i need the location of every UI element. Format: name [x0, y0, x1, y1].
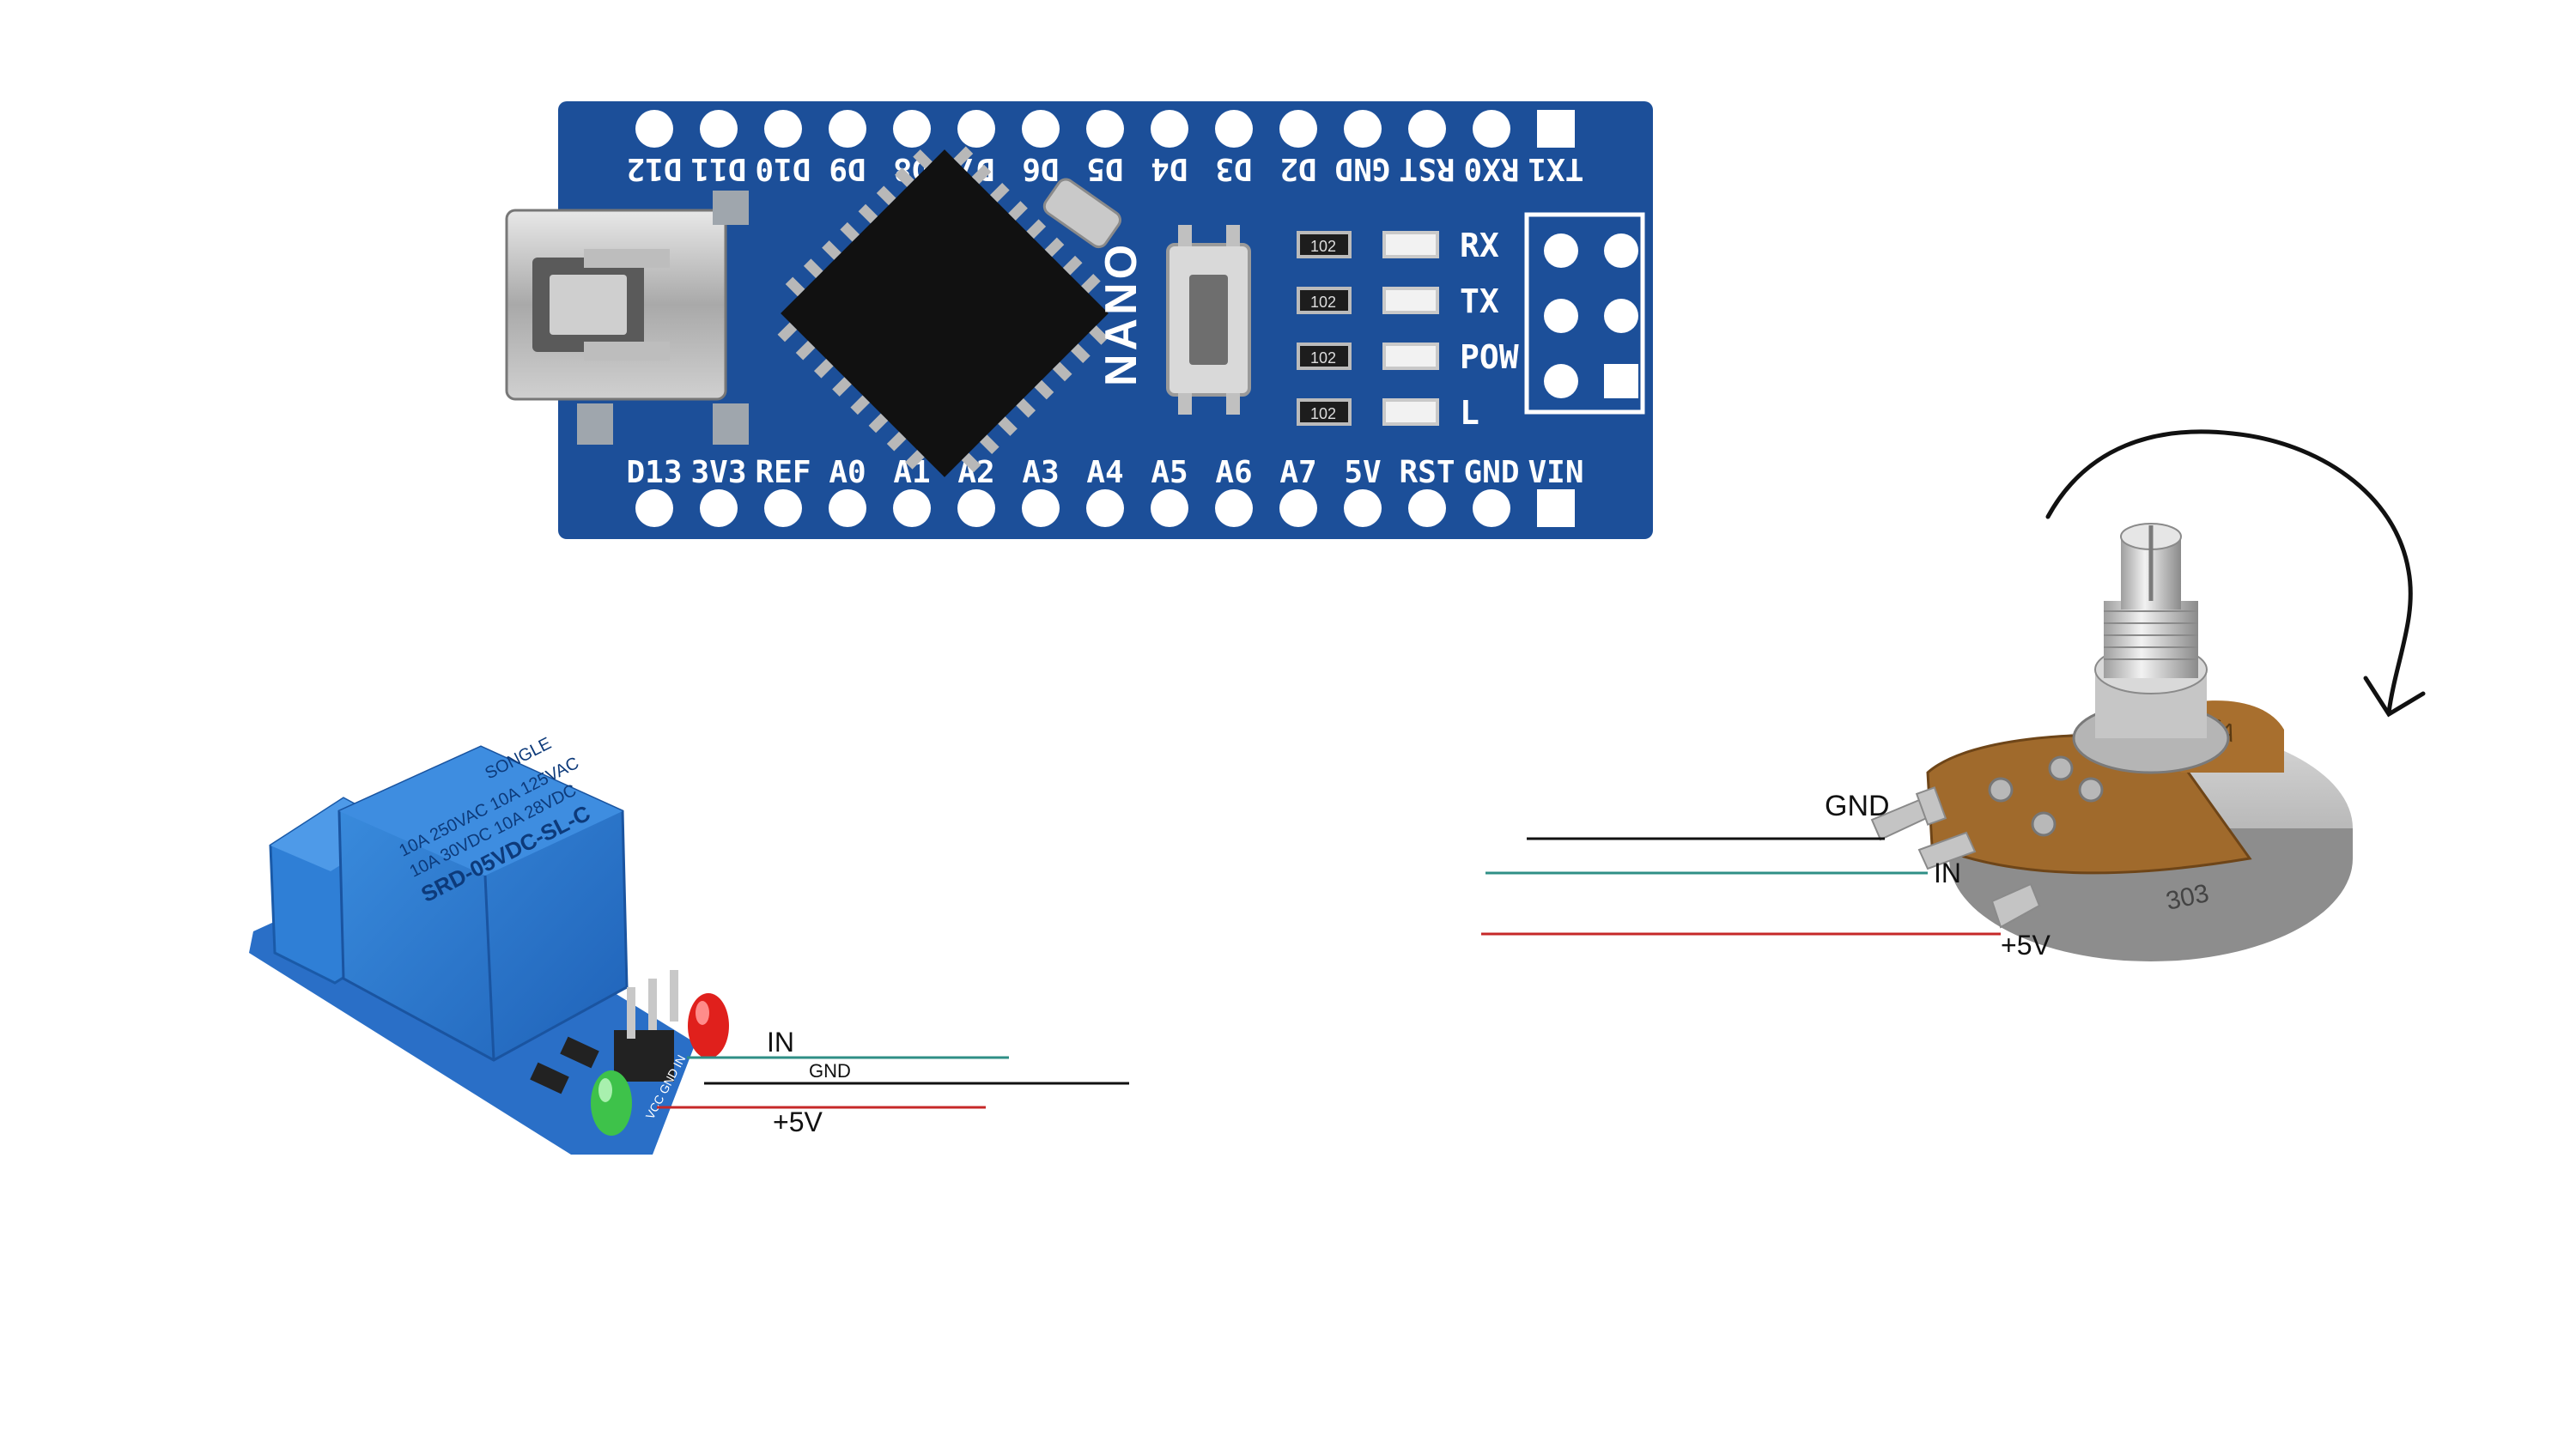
nano-bottom-pin-label: A7 [1279, 455, 1316, 490]
nano-led-row: 102 RX [1297, 227, 1499, 264]
potentiometer: MA 303 [1870, 523, 2353, 961]
pot-label-in: IN [1934, 858, 1961, 888]
nano-top-pin-label: RX0 [1463, 151, 1519, 186]
nano-led-row: 102 L [1297, 394, 1479, 432]
nano-bottom-header [635, 489, 1575, 527]
nano-top-pin-hole [829, 110, 866, 148]
nano-top-pin-label: D3 [1215, 151, 1252, 186]
nano-bottom-pin-label: 5V [1344, 455, 1381, 490]
nano-top-pin-label: D5 [1086, 151, 1123, 186]
nano-top-pin-hole [957, 110, 995, 148]
nano-bottom-pin-hole [1473, 489, 1510, 527]
nano-bottom-pin-hole [829, 489, 866, 527]
nano-top-pin-hole [893, 110, 931, 148]
nano-top-pin-label: D11 [690, 151, 746, 186]
nano-top-pin-label: D4 [1151, 151, 1188, 186]
reset-button[interactable] [1166, 225, 1251, 415]
nano-top-pin-hole [1537, 110, 1575, 148]
nano-bottom-pin-hole [1279, 489, 1317, 527]
nano-bottom-pin-hole [1151, 489, 1188, 527]
nano-bottom-pin-hole [1537, 489, 1575, 527]
nano-top-header [635, 110, 1575, 148]
nano-top-pin-label: TX1 [1528, 151, 1583, 186]
nano-bottom-pin-hole [893, 489, 931, 527]
nano-top-pin-hole [1279, 110, 1317, 148]
nano-led-label: TX [1460, 282, 1499, 320]
nano-top-pin-hole [1151, 110, 1188, 148]
resistor-code: 102 [1310, 294, 1336, 311]
nano-bottom-pin-hole [635, 489, 673, 527]
relay-label-in: IN [767, 1027, 794, 1058]
nano-top-pin-hole [764, 110, 802, 148]
pot-label-gnd: GND [1825, 790, 1890, 822]
nano-top-pin-hole [1408, 110, 1446, 148]
nano-bottom-pin-label: A3 [1022, 455, 1059, 490]
nano-top-pin-label: D12 [626, 151, 682, 186]
nano-led-label: L [1460, 394, 1479, 432]
crystal-component [1042, 178, 1121, 249]
nano-top-pin-label: D6 [1022, 151, 1059, 186]
nano-bottom-pin-hole [1086, 489, 1124, 527]
nano-bottom-pin-label: A6 [1215, 455, 1252, 490]
nano-bottom-pin-label: REF [755, 455, 811, 490]
nano-top-pin-label: D9 [829, 151, 866, 186]
nano-board-label: NANO [1097, 241, 1146, 386]
nano-top-pin-hole [1215, 110, 1253, 148]
relay-header-pins [614, 970, 678, 1082]
mini-usb-connector [505, 209, 727, 401]
relay-red-led [688, 993, 729, 1058]
nano-bottom-pin-hole [1344, 489, 1382, 527]
pot-shaft[interactable] [2120, 523, 2182, 609]
icsp-header [1524, 212, 1645, 415]
nano-top-pin-label: GND [1334, 151, 1390, 186]
nano-bottom-pin-label: A0 [829, 455, 866, 490]
nano-top-pin-label: D10 [755, 151, 811, 186]
nano-bottom-pin-hole [1215, 489, 1253, 527]
nano-top-pin-label: RST [1399, 151, 1455, 186]
nano-top-pin-label: D2 [1279, 151, 1316, 186]
nano-bottom-pin-hole [1408, 489, 1446, 527]
nano-bottom-pin-label: RST [1399, 455, 1455, 490]
resistor-code: 102 [1310, 238, 1336, 255]
nano-bottom-pin-label: GND [1463, 455, 1519, 490]
pot-thread [2104, 601, 2198, 678]
relay-wires: IN GND +5V [657, 1027, 1129, 1137]
nano-top-pin-hole [1086, 110, 1124, 148]
nano-led-row: 102 TX [1297, 282, 1499, 320]
nano-bottom-pin-hole [957, 489, 995, 527]
nano-pcb [558, 101, 1653, 539]
resistor-code: 102 [1310, 349, 1336, 367]
relay-module: SONGLE 10A 250VAC 10A 125VAC 10A 30VDC 1… [249, 734, 729, 1155]
nano-bottom-pin-hole [700, 489, 738, 527]
nano-bottom-pin-label: 3V3 [690, 455, 746, 490]
nano-led-label: POW [1460, 338, 1519, 376]
nano-top-pin-hole [1473, 110, 1510, 148]
nano-bottom-pin-label: VIN [1528, 455, 1583, 490]
nano-bottom-pin-hole [764, 489, 802, 527]
nano-top-pin-hole [1022, 110, 1060, 148]
resistor-code: 102 [1310, 405, 1336, 422]
pot-legs [1870, 786, 2041, 929]
nano-led-row: 102 POW [1297, 338, 1519, 376]
nano-bottom-pin-label: A5 [1151, 455, 1188, 490]
atmega-chip [777, 146, 1109, 477]
relay-green-led [591, 1070, 632, 1136]
nano-bottom-pin-hole [1022, 489, 1060, 527]
potentiometer-wires: GND IN +5V [1481, 790, 2050, 961]
nano-top-pin-hole [1344, 110, 1382, 148]
nano-led-label: RX [1460, 227, 1499, 264]
nano-top-pin-hole [635, 110, 673, 148]
relay-label-vcc: +5V [773, 1106, 823, 1137]
nano-top-pin-hole [700, 110, 738, 148]
rotation-arrow [2045, 429, 2426, 718]
nano-bottom-pin-label: A4 [1086, 455, 1123, 490]
relay-label-gnd: GND [809, 1060, 851, 1082]
nano-bottom-pin-label: D13 [626, 455, 682, 490]
pot-label-vcc: +5V [2001, 930, 2050, 961]
